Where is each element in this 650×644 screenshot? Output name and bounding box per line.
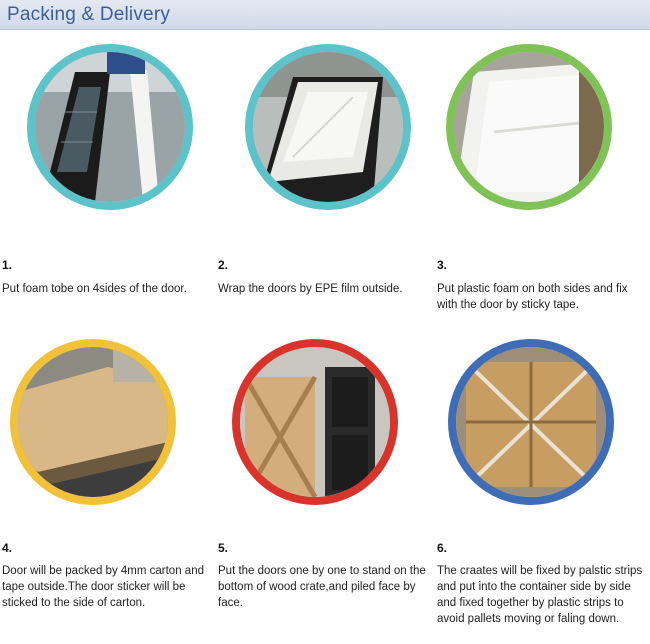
step-number: 6. xyxy=(437,541,448,555)
step-number: 3. xyxy=(437,258,448,272)
step-description: Door will be packed by 4mm carton and ta… xyxy=(2,565,204,609)
step-number: 4. xyxy=(2,541,13,555)
carton-photo xyxy=(10,339,176,505)
container-photo xyxy=(448,339,614,505)
door-tape-photo xyxy=(446,44,612,210)
door-film-photo xyxy=(245,44,411,210)
step-2: 2. Wrap the doors by EPE film outside. xyxy=(216,44,431,314)
section-header: Packing & Delivery xyxy=(0,0,650,30)
door-foam-photo xyxy=(27,44,193,210)
step-description: Wrap the doors by EPE film outside. xyxy=(218,283,403,295)
page-title: Packing & Delivery xyxy=(7,4,171,25)
step-description: Put plastic foam on both sides and fix w… xyxy=(437,283,628,311)
step-number: 1. xyxy=(2,258,13,272)
step-number: 5. xyxy=(218,541,229,555)
step-5: 5. Put the doors one by one to stand on … xyxy=(216,339,431,629)
step-description: Put the doors one by one to stand on the… xyxy=(218,565,426,609)
step-4: 4. Door will be packed by 4mm carton and… xyxy=(0,339,215,629)
step-3: 3. Put plastic foam on both sides and fi… xyxy=(433,44,648,314)
step-6: 6. The craates will be fixed by palstic … xyxy=(433,339,648,639)
step-description: Put foam tobe on 4sides of the door. xyxy=(2,283,187,295)
step-number: 2. xyxy=(218,258,229,272)
step-1: 1. Put foam tobe on 4sides of the door. xyxy=(0,44,215,314)
step-description: The craates will be fixed by palstic str… xyxy=(437,565,643,625)
wood-crate-photo xyxy=(232,339,398,505)
